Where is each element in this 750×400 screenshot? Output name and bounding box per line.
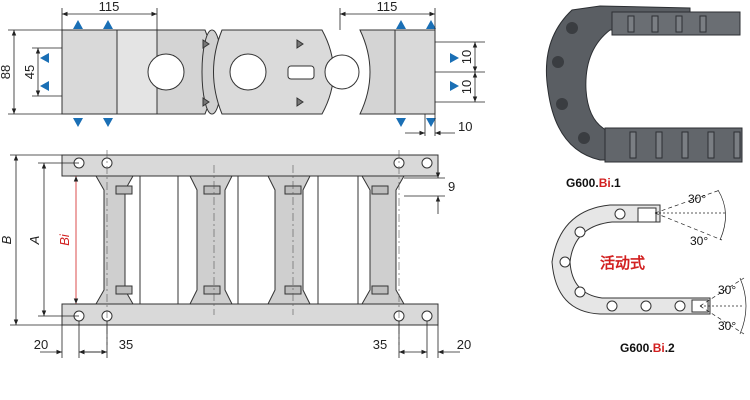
- variant-top-code: G600.Bi.1: [566, 176, 621, 190]
- label-b: B: [0, 235, 14, 244]
- label-bi: Bi: [57, 233, 72, 246]
- angle-label-c: 30°: [718, 283, 736, 297]
- dim-right-inner: 35: [373, 337, 387, 352]
- front-view-dim-lines: [10, 154, 460, 358]
- label-a: A: [27, 236, 42, 246]
- variant-diagram: G600.Bi.1 G600.Bi.2 30° 30° 30°: [551, 176, 747, 355]
- dim-height: 88: [0, 65, 13, 79]
- top-view: 115 115 88 45 10 10 10: [0, 0, 485, 136]
- top-view-blue-arrows: [40, 20, 459, 127]
- cable-chain-illustration: [545, 5, 743, 163]
- front-view-body: [61, 154, 439, 326]
- variant-caption: 活动式: [600, 254, 645, 272]
- angle-label-a: 30°: [688, 192, 706, 206]
- dim-crossbar-offset: 9: [448, 179, 455, 194]
- top-view-body: [61, 29, 436, 115]
- angle-label-d: 30°: [718, 319, 736, 333]
- dim-left-width: 115: [99, 0, 120, 14]
- variant-bottom-code: G600.Bi.2: [620, 341, 675, 355]
- dim-right-width: 115: [377, 0, 398, 14]
- dim-right-edge: 20: [457, 337, 471, 352]
- angle-label-b: 30°: [690, 234, 708, 248]
- angle-guides: [654, 189, 747, 335]
- dim-right-offset-a: 10: [459, 50, 474, 64]
- front-view-centerlines: [106, 150, 400, 345]
- dim-right-offset-b: 10: [459, 80, 474, 94]
- dim-right-offset-c: 10: [458, 119, 472, 134]
- dim-left-edge: 20: [34, 337, 48, 352]
- dim-left-inner: 35: [119, 337, 133, 352]
- dim-inner-height: 45: [22, 65, 37, 79]
- top-view-dim-lines: [8, 8, 485, 136]
- front-view: B A Bi 9 20 35 35 20: [0, 150, 471, 358]
